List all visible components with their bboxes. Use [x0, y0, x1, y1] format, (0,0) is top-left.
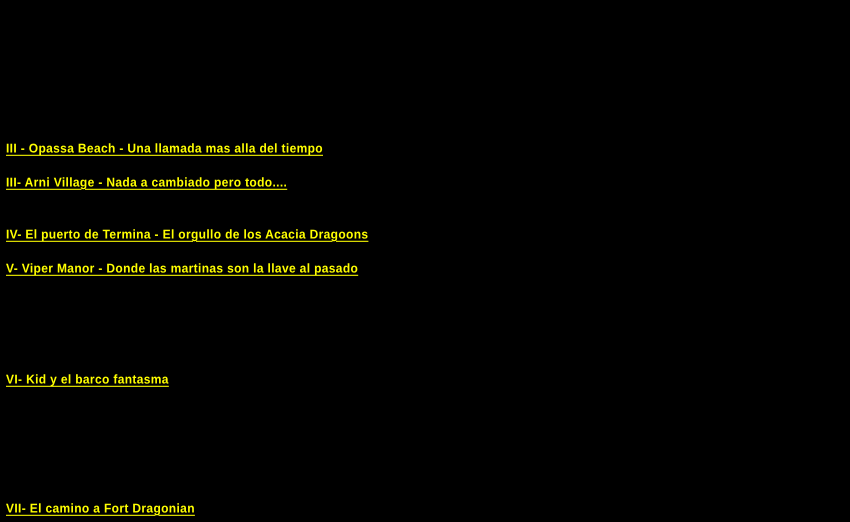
toc-link-puerto-de-termina[interactable]: IV- El puerto de Termina - El orgullo de…	[6, 227, 369, 242]
toc-link-fort-dragonian[interactable]: VII- El camino a Fort Dragonian	[6, 501, 195, 516]
toc-link-arni-village[interactable]: III- Arni Village - Nada a cambiado pero…	[6, 175, 288, 190]
toc-link-kid-barco-fantasma[interactable]: VI- Kid y el barco fantasma	[6, 372, 169, 387]
toc-link-opassa-beach[interactable]: III - Opassa Beach - Una llamada mas all…	[6, 141, 323, 156]
toc-link-viper-manor[interactable]: V- Viper Manor - Donde las martinas son …	[6, 261, 359, 276]
